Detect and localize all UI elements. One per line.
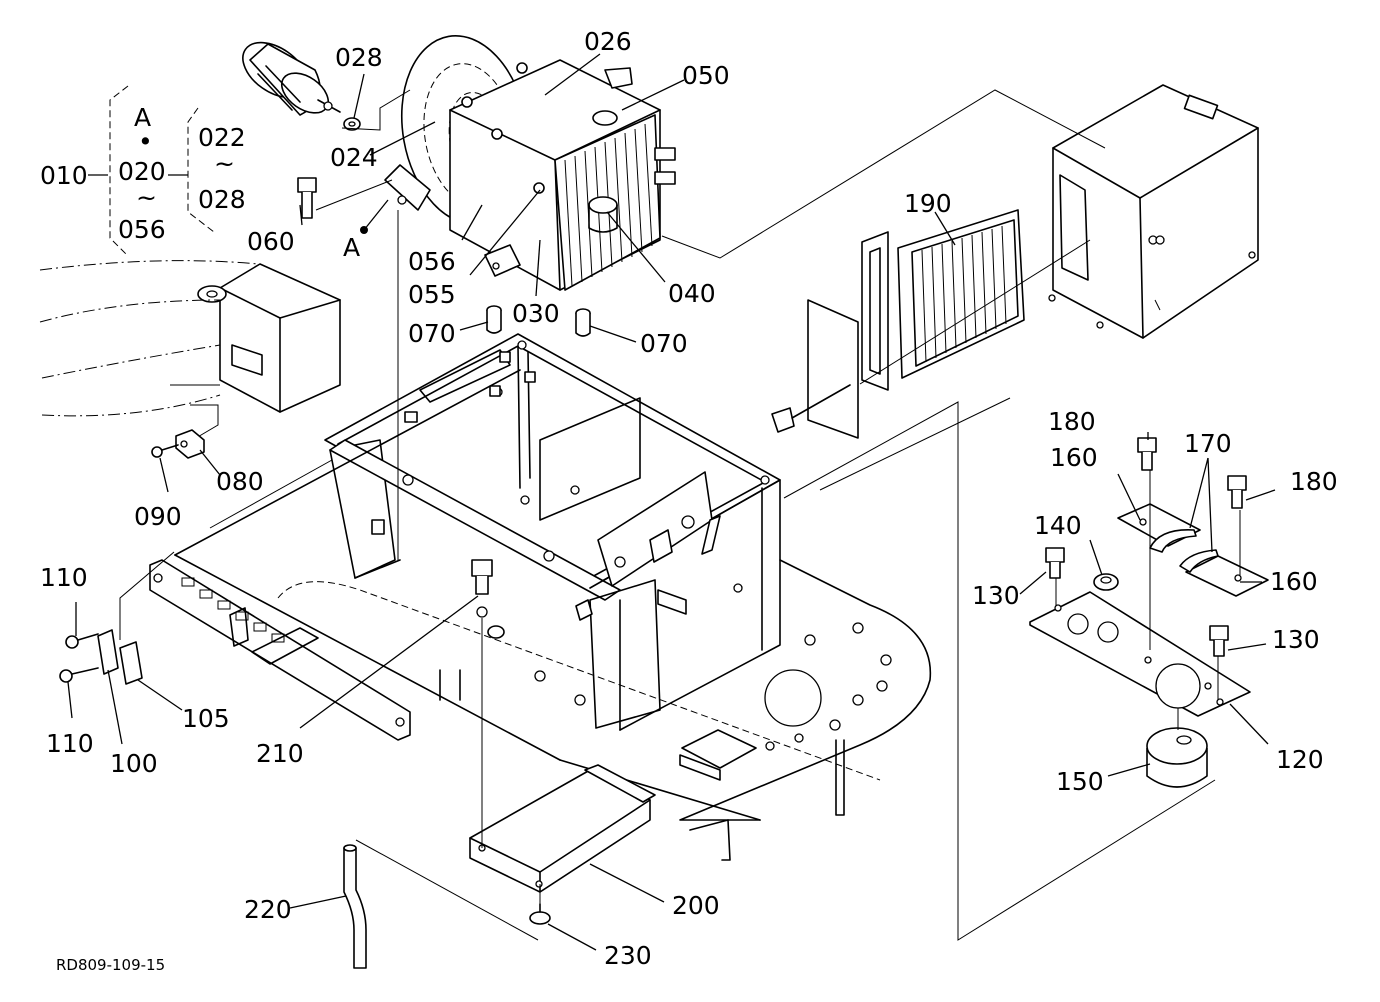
air-filter xyxy=(771,209,1025,439)
hose-220 xyxy=(343,844,367,969)
label-200: 200 xyxy=(672,891,720,920)
label-090: 090 xyxy=(134,502,182,531)
spacer-170 xyxy=(1149,529,1219,573)
label-070-right: 070 xyxy=(640,329,688,358)
group-range-end: 056 xyxy=(118,215,166,244)
screw-110-upper xyxy=(65,633,99,649)
leader-lines xyxy=(67,53,1276,951)
label-030: 030 xyxy=(512,299,560,328)
washer xyxy=(343,117,361,131)
heater-unit xyxy=(449,59,676,291)
label-110-upper: 110 xyxy=(40,563,88,592)
relay-080 xyxy=(175,429,205,459)
base-plate xyxy=(174,369,932,861)
drawing-code: RD809-109-15 xyxy=(56,956,165,974)
bolt-180-right xyxy=(1227,475,1247,509)
screw-110-lower xyxy=(59,667,99,683)
label-024: 024 xyxy=(330,143,378,172)
mount-plate-120 xyxy=(1029,591,1251,717)
relay-105 xyxy=(119,641,143,685)
group-view-label: A xyxy=(134,103,151,132)
bushing-150 xyxy=(1146,727,1208,788)
label-040: 040 xyxy=(668,279,716,308)
blower-motor xyxy=(242,41,341,116)
label-060: 060 xyxy=(247,227,295,256)
label-230: 230 xyxy=(604,941,652,970)
bolt-180-left xyxy=(1137,437,1157,471)
label-140: 140 xyxy=(1034,511,1082,540)
group-range-tilde: ~ xyxy=(136,183,157,212)
rail-slots xyxy=(181,577,285,643)
label-120: 120 xyxy=(1276,745,1324,774)
label-050: 050 xyxy=(682,61,730,90)
drain-plug-right xyxy=(575,308,591,337)
air-duct xyxy=(39,260,341,439)
label-080: 080 xyxy=(216,467,264,496)
assembly-group-bracket: 010 A • 020 ~ 056 022 ~ 028 xyxy=(40,85,246,257)
label-180-left: 180 xyxy=(1048,407,1096,436)
group-bullet: • xyxy=(138,127,153,156)
label-220: 220 xyxy=(244,895,292,924)
bolt-060 xyxy=(297,177,317,219)
label-170: 170 xyxy=(1184,429,1232,458)
bolt-210 xyxy=(471,559,505,639)
bolt-130-left xyxy=(1045,547,1065,579)
drain-plug-left xyxy=(486,305,502,334)
clamp-230 xyxy=(529,903,551,925)
view-marker-label: A xyxy=(343,233,360,262)
group-sub-end: 028 xyxy=(198,185,246,214)
label-210: 210 xyxy=(256,739,304,768)
label-130-left: 130 xyxy=(972,581,1020,610)
shim-160-lower xyxy=(1185,555,1269,597)
group-range-start: 020 xyxy=(118,157,166,186)
part-labels: 028 026 050 024 060 056 055 030 040 070 … xyxy=(40,27,1338,970)
label-055: 055 xyxy=(408,280,456,309)
tray-200 xyxy=(469,764,656,893)
label-028: 028 xyxy=(335,43,383,72)
relay-100 xyxy=(97,629,119,675)
collar-140 xyxy=(1093,573,1119,591)
screw-090 xyxy=(151,444,179,458)
label-100: 100 xyxy=(110,749,158,778)
group-sub-start: 022 xyxy=(198,123,246,152)
main-frame xyxy=(324,333,781,731)
label-180-right: 180 xyxy=(1290,467,1338,496)
group-sub-tilde: ~ xyxy=(214,149,235,178)
label-110-lower: 110 xyxy=(46,729,94,758)
label-070-left: 070 xyxy=(408,319,456,348)
label-130-right: 130 xyxy=(1272,625,1320,654)
label-105: 105 xyxy=(182,704,230,733)
duct-cover xyxy=(1048,84,1259,339)
group-assy-label: 010 xyxy=(40,161,88,190)
bolt-130-right xyxy=(1209,625,1229,657)
label-150: 150 xyxy=(1056,767,1104,796)
label-026: 026 xyxy=(584,27,632,56)
label-190: 190 xyxy=(904,189,952,218)
label-160-upper: 160 xyxy=(1050,443,1098,472)
view-marker-a: A xyxy=(343,199,389,262)
label-056: 056 xyxy=(408,247,456,276)
label-160-lower: 160 xyxy=(1270,567,1318,596)
